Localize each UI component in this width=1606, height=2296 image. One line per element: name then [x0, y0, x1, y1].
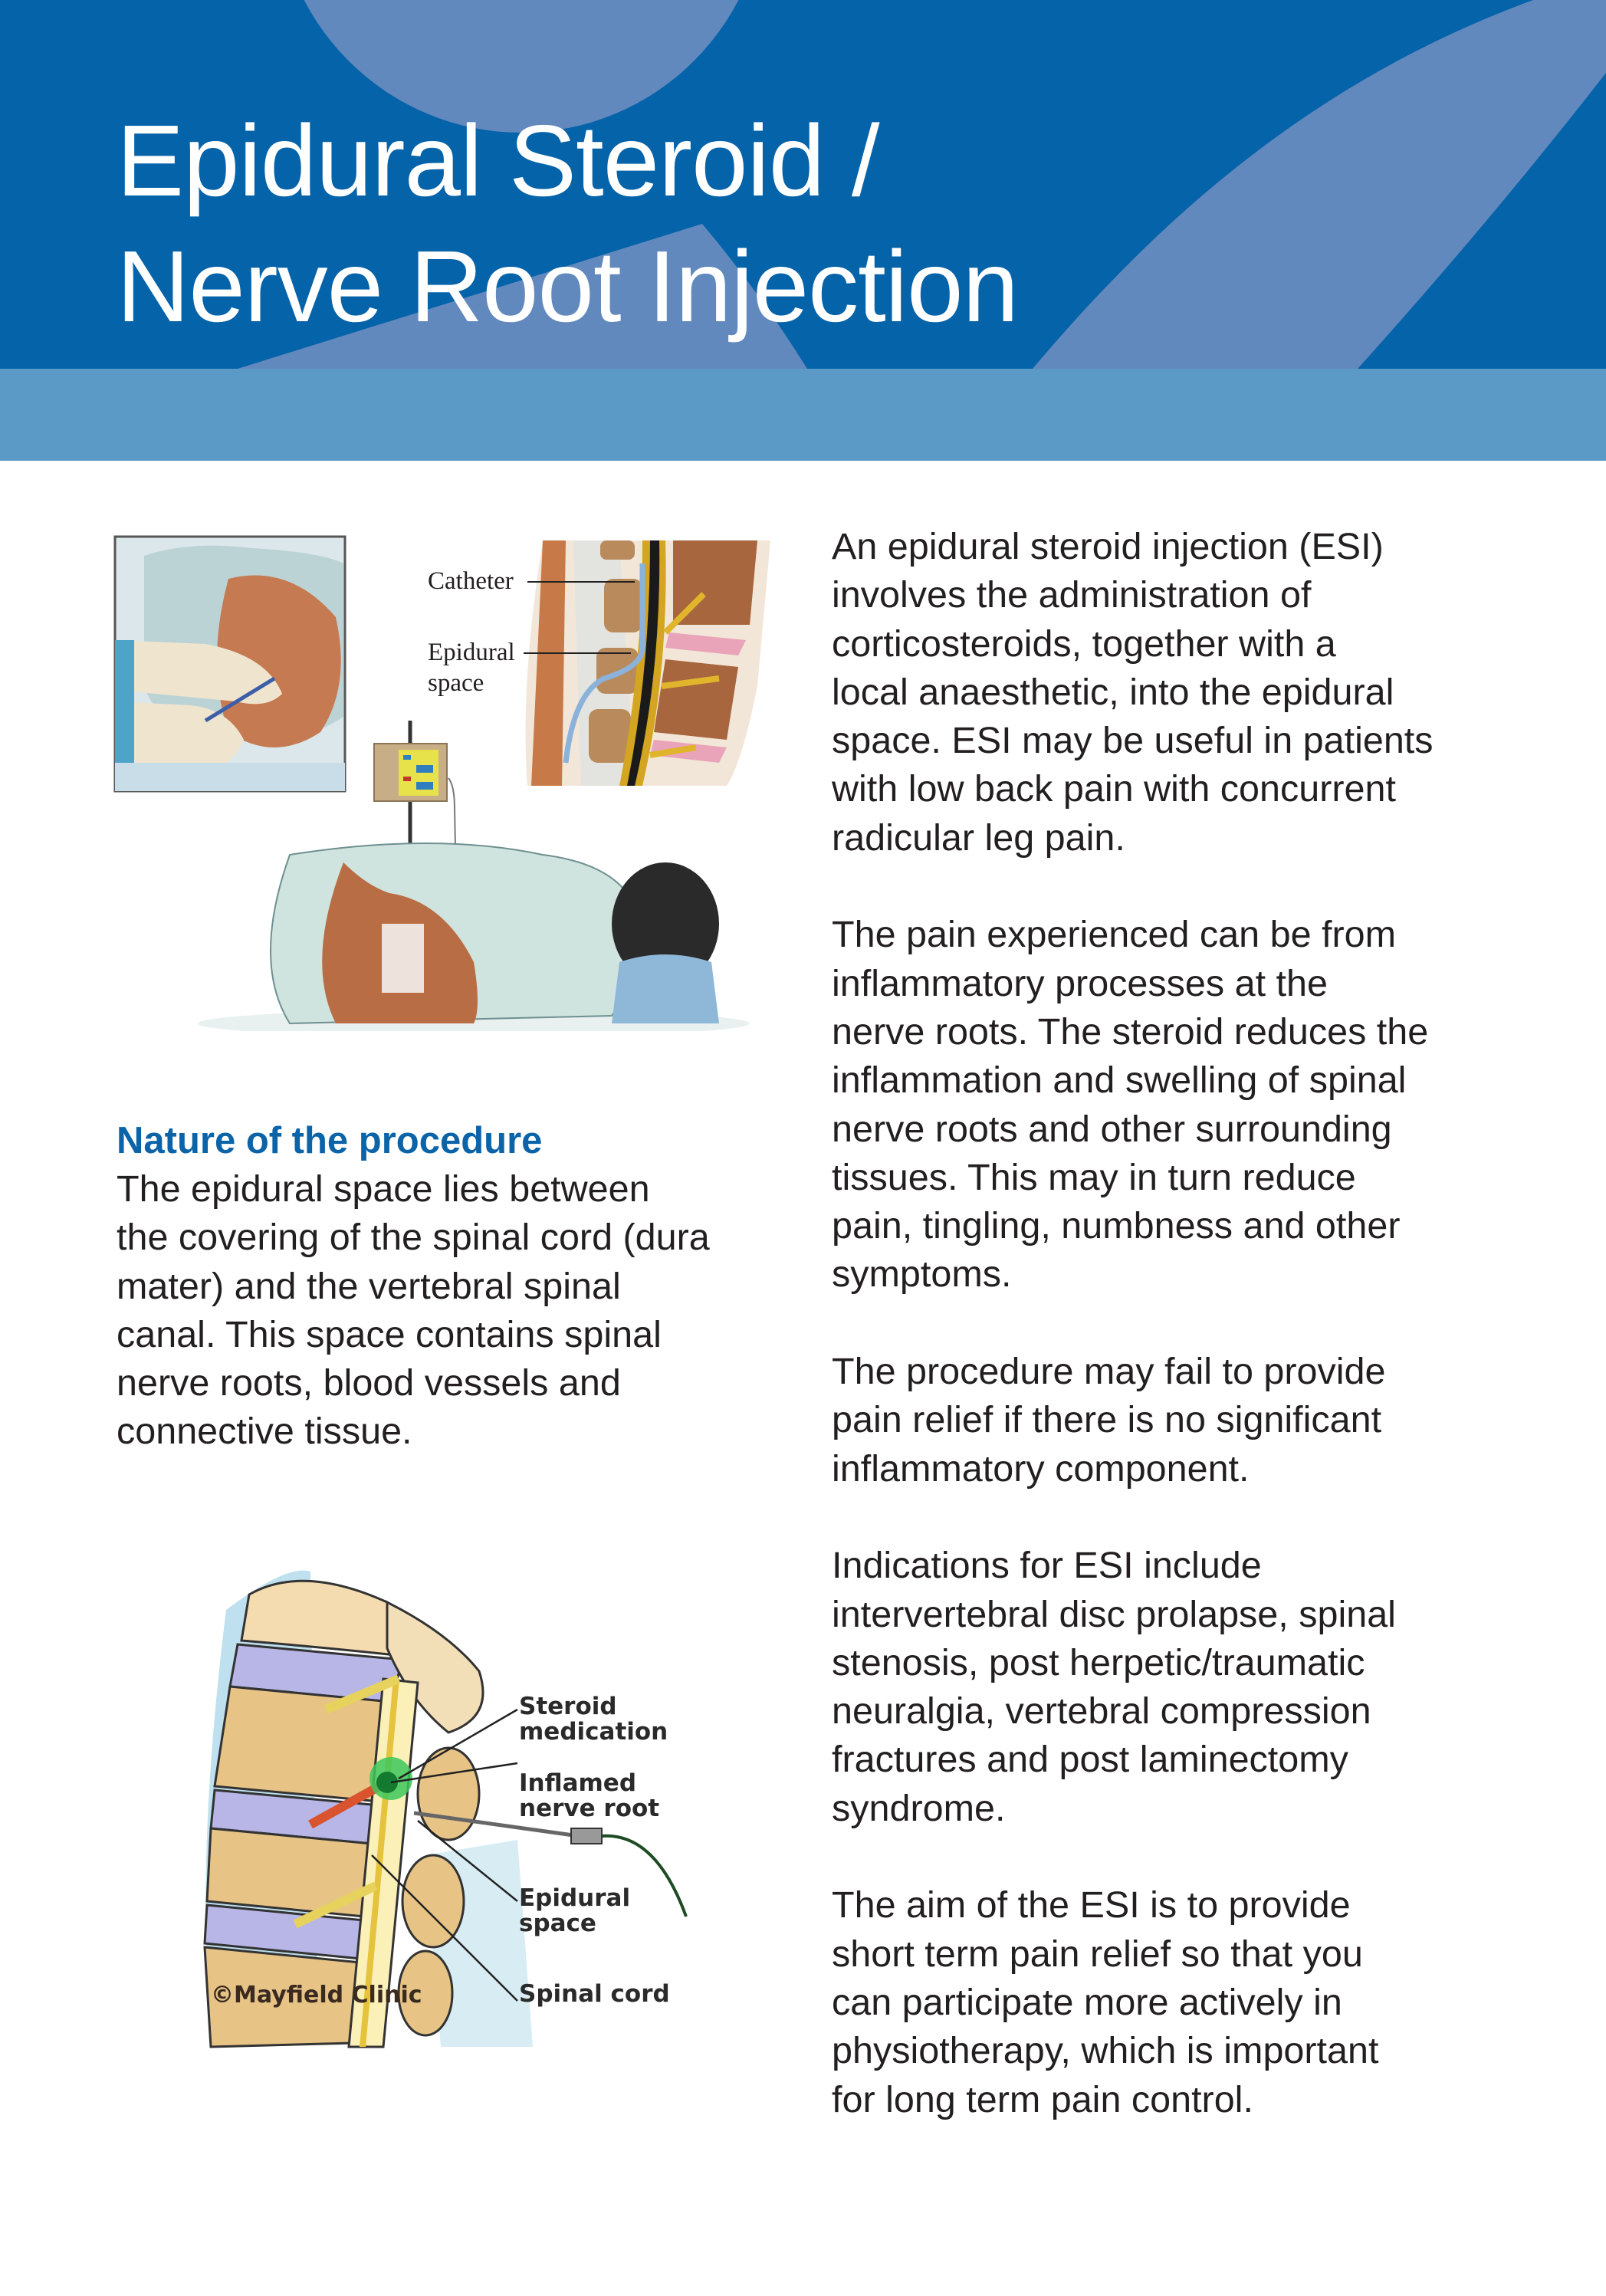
decor-swoosh	[1033, 0, 1606, 369]
page-title: Epidural Steroid / Nerve Root Injection	[117, 98, 1019, 350]
right-column-text: An epidural steroid injection (ESI) invo…	[832, 523, 1568, 2173]
paragraph-failure: The procedure may fail to provide pain r…	[832, 1351, 1386, 1490]
paragraph-esi-definition: An epidural steroid injection (ESI) invo…	[832, 526, 1434, 859]
header-banner: Epidural Steroid / Nerve Root Injection	[0, 0, 1606, 369]
title-line-1: Epidural Steroid /	[117, 104, 880, 217]
inset-needle-insertion	[113, 535, 346, 793]
label-inflamed-nerve-root: Inflamed nerve root	[519, 1769, 660, 1822]
infusion-pump	[373, 721, 456, 848]
paragraph-indications: Indications for ESI include intervertebr…	[832, 1545, 1396, 1829]
nature-body-text: The epidural space lies between the cove…	[117, 1168, 710, 1453]
header-accent-band	[0, 369, 1606, 461]
decor-circle	[304, 0, 739, 133]
leader-line-catheter	[527, 581, 635, 583]
label-epidural: Epidural	[428, 639, 515, 666]
decorative-shapes	[238, 0, 1606, 369]
title-line-2: Nerve Root Injection	[117, 230, 1019, 343]
epidural-catheter-illustration: Catheter Epidural space	[113, 533, 780, 1037]
paragraph-pain-mechanism: The pain experienced can be from inflamm…	[832, 914, 1429, 1296]
label-spinal-cord: Spinal cord	[519, 1980, 670, 2008]
decor-triangle	[238, 224, 807, 369]
image-credit: ©Mayfield Clinic	[211, 1982, 422, 2009]
spine-cross-section	[525, 540, 770, 786]
patient-lying-on-side	[198, 843, 750, 1037]
section-heading-nature: Nature of the procedure	[117, 1120, 543, 1161]
label-space: space	[428, 669, 484, 697]
label-catheter: Catheter	[428, 567, 514, 595]
illustration-graphic	[113, 535, 770, 1037]
paragraph-aim: The aim of the ESI is to provide short t…	[832, 1884, 1379, 2120]
leader-line-epidural	[524, 652, 631, 654]
diagram-graphic	[203, 1570, 688, 2048]
label-epidural-space: Epidural space	[519, 1884, 631, 1937]
label-steroid-medication: Steroid medication	[519, 1693, 668, 1746]
spine-injection-diagram: Steroid medication Inflamed nerve root E…	[195, 1549, 732, 2055]
